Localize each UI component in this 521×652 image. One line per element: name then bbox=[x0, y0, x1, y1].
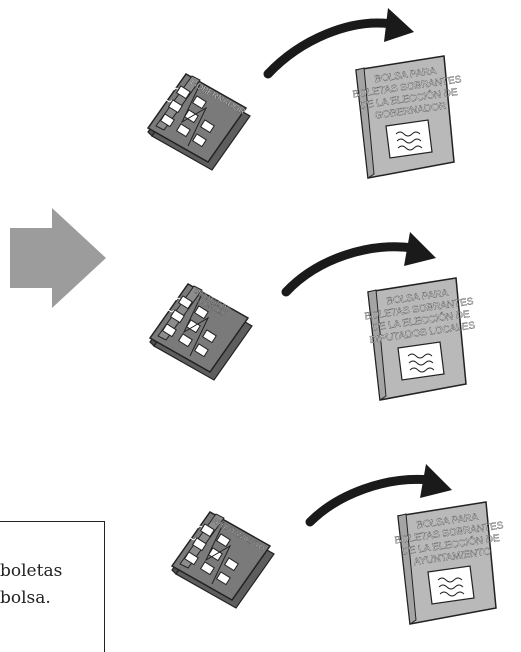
booklet-ayuntamiento: AYUNTAMIENTO bbox=[171, 511, 275, 609]
booklet-gobernador: GOBERNADOR bbox=[147, 73, 251, 171]
panel-gobernador: GOBERNADOR BOLSA PARA BOLETAS SOBRANTES … bbox=[147, 8, 463, 179]
arrowhead-icon bbox=[384, 8, 414, 42]
note-box bbox=[0, 521, 105, 652]
bag-ayuntamiento: BOLSA PARA BOLETAS SOBRANTES DE LA ELECC… bbox=[394, 501, 505, 625]
arrowhead-icon bbox=[420, 464, 452, 498]
bag-gobernador: BOLSA PARA BOLETAS SOBRANTES DE LA ELECC… bbox=[352, 55, 463, 179]
panel-ayuntamiento: AYUNTAMIENTO BOLSA PARA BOLETAS SOBRANTE… bbox=[171, 464, 505, 625]
curved-arrow-icon bbox=[281, 242, 419, 297]
bag-diputados: BOLSA PARA BOLETAS SOBRANTES DE LA ELECC… bbox=[364, 277, 476, 401]
note-line-2: bolsa. bbox=[0, 588, 51, 608]
arrowhead-icon bbox=[404, 232, 436, 266]
curved-arrow-icon bbox=[263, 18, 397, 79]
big-right-arrow-icon bbox=[10, 208, 106, 308]
curved-arrow-icon bbox=[305, 474, 435, 527]
note-line-1: boletas bbox=[0, 561, 63, 581]
panel-diputados: DIPUTADOS LOCALES BOLSA PARA BOLETAS SOB… bbox=[149, 232, 476, 401]
booklet-diputados: DIPUTADOS LOCALES bbox=[149, 283, 253, 381]
